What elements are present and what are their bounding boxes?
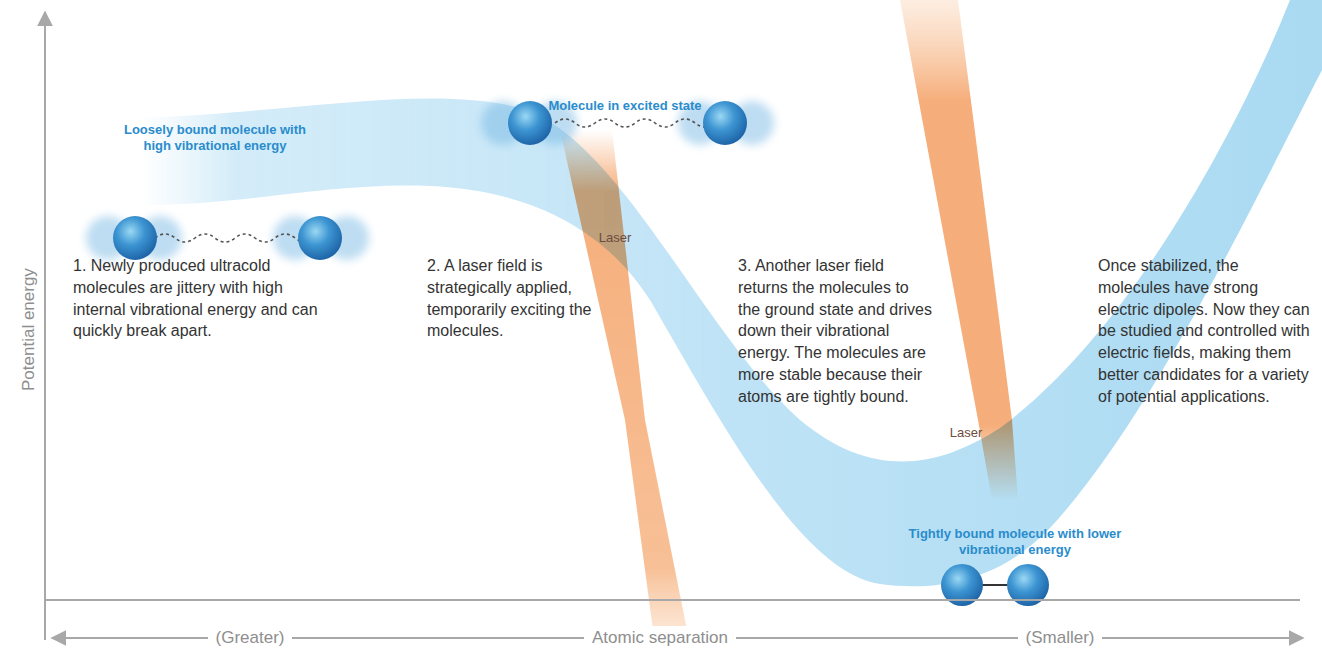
y-axis xyxy=(44,12,46,640)
molecule-heading: Molecule in excited state xyxy=(525,98,725,114)
step-text: Once stabilized, the molecules have stro… xyxy=(1098,255,1313,407)
molecule-heading: Loosely bound molecule with high vibrati… xyxy=(115,122,315,155)
step-text: 2. A laser field is strategically applie… xyxy=(427,255,612,342)
step-text: 3. Another laser field returns the molec… xyxy=(738,255,933,407)
step-text: 1. Newly produced ultracold molecules ar… xyxy=(73,255,323,342)
axis-end-label: (Greater) xyxy=(208,626,293,649)
potential-band xyxy=(140,0,1322,586)
laser-beam xyxy=(900,0,1018,500)
axis-title: Atomic separation xyxy=(584,626,736,649)
axis-title: Potential energy xyxy=(16,269,39,392)
molecule-heading: Tightly bound molecule with lower vibrat… xyxy=(895,526,1135,559)
x-axis-baseline xyxy=(45,599,1300,601)
laser-beam xyxy=(560,130,690,645)
laser-label: Laser xyxy=(595,230,635,246)
laser-label: Laser xyxy=(946,425,986,441)
laser-beams xyxy=(560,0,1018,645)
axis-end-label: (Smaller) xyxy=(1018,626,1103,649)
loose-molecule xyxy=(86,216,369,260)
